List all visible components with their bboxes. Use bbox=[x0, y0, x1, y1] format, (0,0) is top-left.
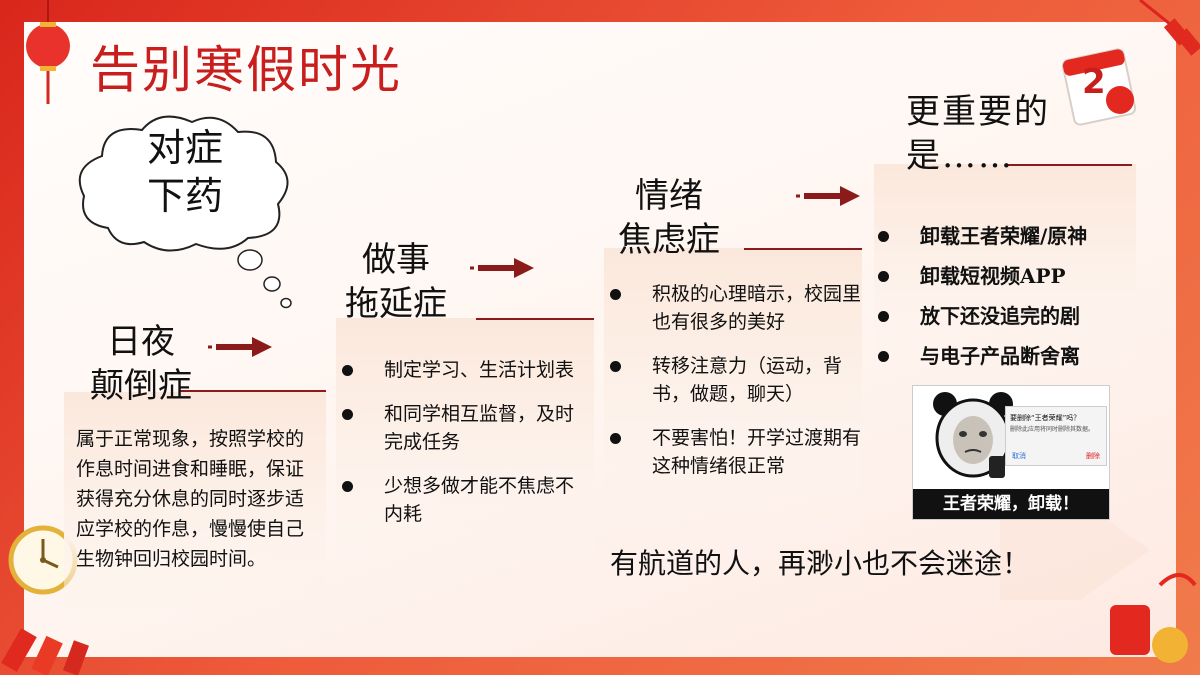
step4-heading-line2: 是…… bbox=[906, 136, 1014, 176]
bullet-icon bbox=[342, 481, 353, 492]
list-item: 与电子产品断舍离 bbox=[874, 342, 1164, 370]
step2-panel bbox=[336, 318, 594, 578]
list-item: 积极的心理暗示，校园里也有很多的美好 bbox=[606, 280, 868, 336]
page-title: 告别寒假时光 bbox=[90, 41, 402, 99]
dialog-text: 删除此应用将同时删除其数据。 bbox=[1010, 426, 1095, 433]
bullet-icon bbox=[342, 409, 353, 420]
dialog-title: 要删除“王者荣耀”吗？ bbox=[1010, 414, 1081, 422]
firecracker-bottom-icon bbox=[1, 628, 89, 675]
list-item: 卸载短视频APP bbox=[874, 262, 1164, 290]
step4-list: 卸载王者荣耀/原神 卸载短视频APP 放下还没追完的剧 与电子产品断舍离 bbox=[874, 222, 1164, 382]
bullet-icon bbox=[610, 289, 621, 300]
step4-underline bbox=[1008, 164, 1132, 166]
step3-underline bbox=[744, 248, 862, 250]
bottom-arrow-shape bbox=[1000, 500, 1150, 600]
bullet-icon bbox=[878, 271, 889, 282]
step1-heading-line1: 日夜 bbox=[107, 322, 175, 362]
cancel-button: 取消 bbox=[1012, 452, 1026, 460]
arrow-right-icon bbox=[208, 337, 272, 357]
bullet-icon bbox=[878, 351, 889, 362]
step2-underline bbox=[476, 318, 594, 320]
thought-bubbles bbox=[237, 249, 292, 309]
firecracker-icon bbox=[1139, 0, 1200, 56]
clock-icon bbox=[8, 525, 78, 595]
list-item: 制定学习、生活计划表 bbox=[338, 356, 588, 384]
list-item: 不要害怕！开学过渡期有这种情绪很正常 bbox=[606, 424, 868, 480]
arrow-right-icon-2 bbox=[470, 258, 534, 278]
bullet-icon bbox=[878, 311, 889, 322]
thought-cloud bbox=[78, 115, 289, 252]
bullet-icon bbox=[610, 361, 621, 372]
step4-heading-line1: 更重要的 bbox=[906, 92, 1050, 132]
step1-description: 属于正常现象，按照学校的作息时间进食和睡眠，保证获得充分休息的同时逐步适应学校的… bbox=[76, 428, 305, 570]
step3-heading: 情绪 焦虑症 bbox=[604, 174, 734, 262]
closing-quote: 有航道的人，再渺小也不会迷途！ bbox=[609, 547, 1030, 580]
cloud-line2: 下药 bbox=[146, 174, 223, 218]
arrow-right-icon-3 bbox=[796, 186, 860, 206]
list-item: 少想多做才能不焦虑不内耗 bbox=[338, 472, 588, 528]
step3-heading-line1: 情绪 bbox=[635, 176, 703, 216]
lantern-icon bbox=[26, 0, 70, 104]
bullet-icon bbox=[878, 231, 889, 242]
step1-underline bbox=[180, 390, 326, 392]
step2-list: 制定学习、生活计划表 和同学相互监督，及时完成任务 少想多做才能不焦虑不内耗 bbox=[338, 356, 588, 544]
step2-heading: 做事 拖延症 bbox=[334, 238, 458, 326]
cloud-line1: 对症 bbox=[146, 126, 223, 170]
delete-dialog: 要删除“王者荣耀”吗？ 删除此应用将同时删除其数据。 取消 删除 bbox=[1005, 406, 1107, 466]
list-item: 和同学相互监督，及时完成任务 bbox=[338, 400, 588, 456]
cloud-text: 对症 下药 bbox=[120, 124, 250, 220]
step3-panel bbox=[604, 248, 862, 548]
meme-image: 要删除“王者荣耀”吗？ 删除此应用将同时删除其数据。 取消 删除 王者荣耀，卸载… bbox=[912, 385, 1110, 520]
step1-panel bbox=[64, 392, 326, 632]
calendar-icon bbox=[1061, 48, 1137, 126]
step3-list: 积极的心理暗示，校园里也有很多的美好 转移注意力（运动，背书，做题，聊天） 不要… bbox=[606, 280, 868, 496]
step3-heading-line2: 焦虑症 bbox=[618, 220, 720, 260]
list-item: 放下还没追完的剧 bbox=[874, 302, 1164, 330]
delete-button: 删除 bbox=[1086, 452, 1100, 460]
meme-caption: 王者荣耀，卸载！ bbox=[913, 489, 1109, 519]
panda-face-icon bbox=[933, 392, 1013, 478]
step4-panel bbox=[874, 164, 1136, 384]
step4-heading: 更重要的 是…… bbox=[906, 90, 1086, 178]
step2-heading-line1: 做事 bbox=[362, 240, 430, 280]
fu-decoration-icon bbox=[1110, 573, 1197, 663]
bullet-icon bbox=[342, 365, 353, 376]
list-item: 转移注意力（运动，背书，做题，聊天） bbox=[606, 352, 868, 408]
step2-heading-line2: 拖延症 bbox=[345, 284, 447, 324]
bullet-icon bbox=[610, 433, 621, 444]
step1-heading-line2: 颠倒症 bbox=[90, 366, 192, 406]
step1-heading: 日夜 颠倒症 bbox=[76, 320, 206, 408]
list-item: 卸载王者荣耀/原神 bbox=[874, 222, 1164, 250]
calendar-day: 2 bbox=[1082, 62, 1106, 102]
